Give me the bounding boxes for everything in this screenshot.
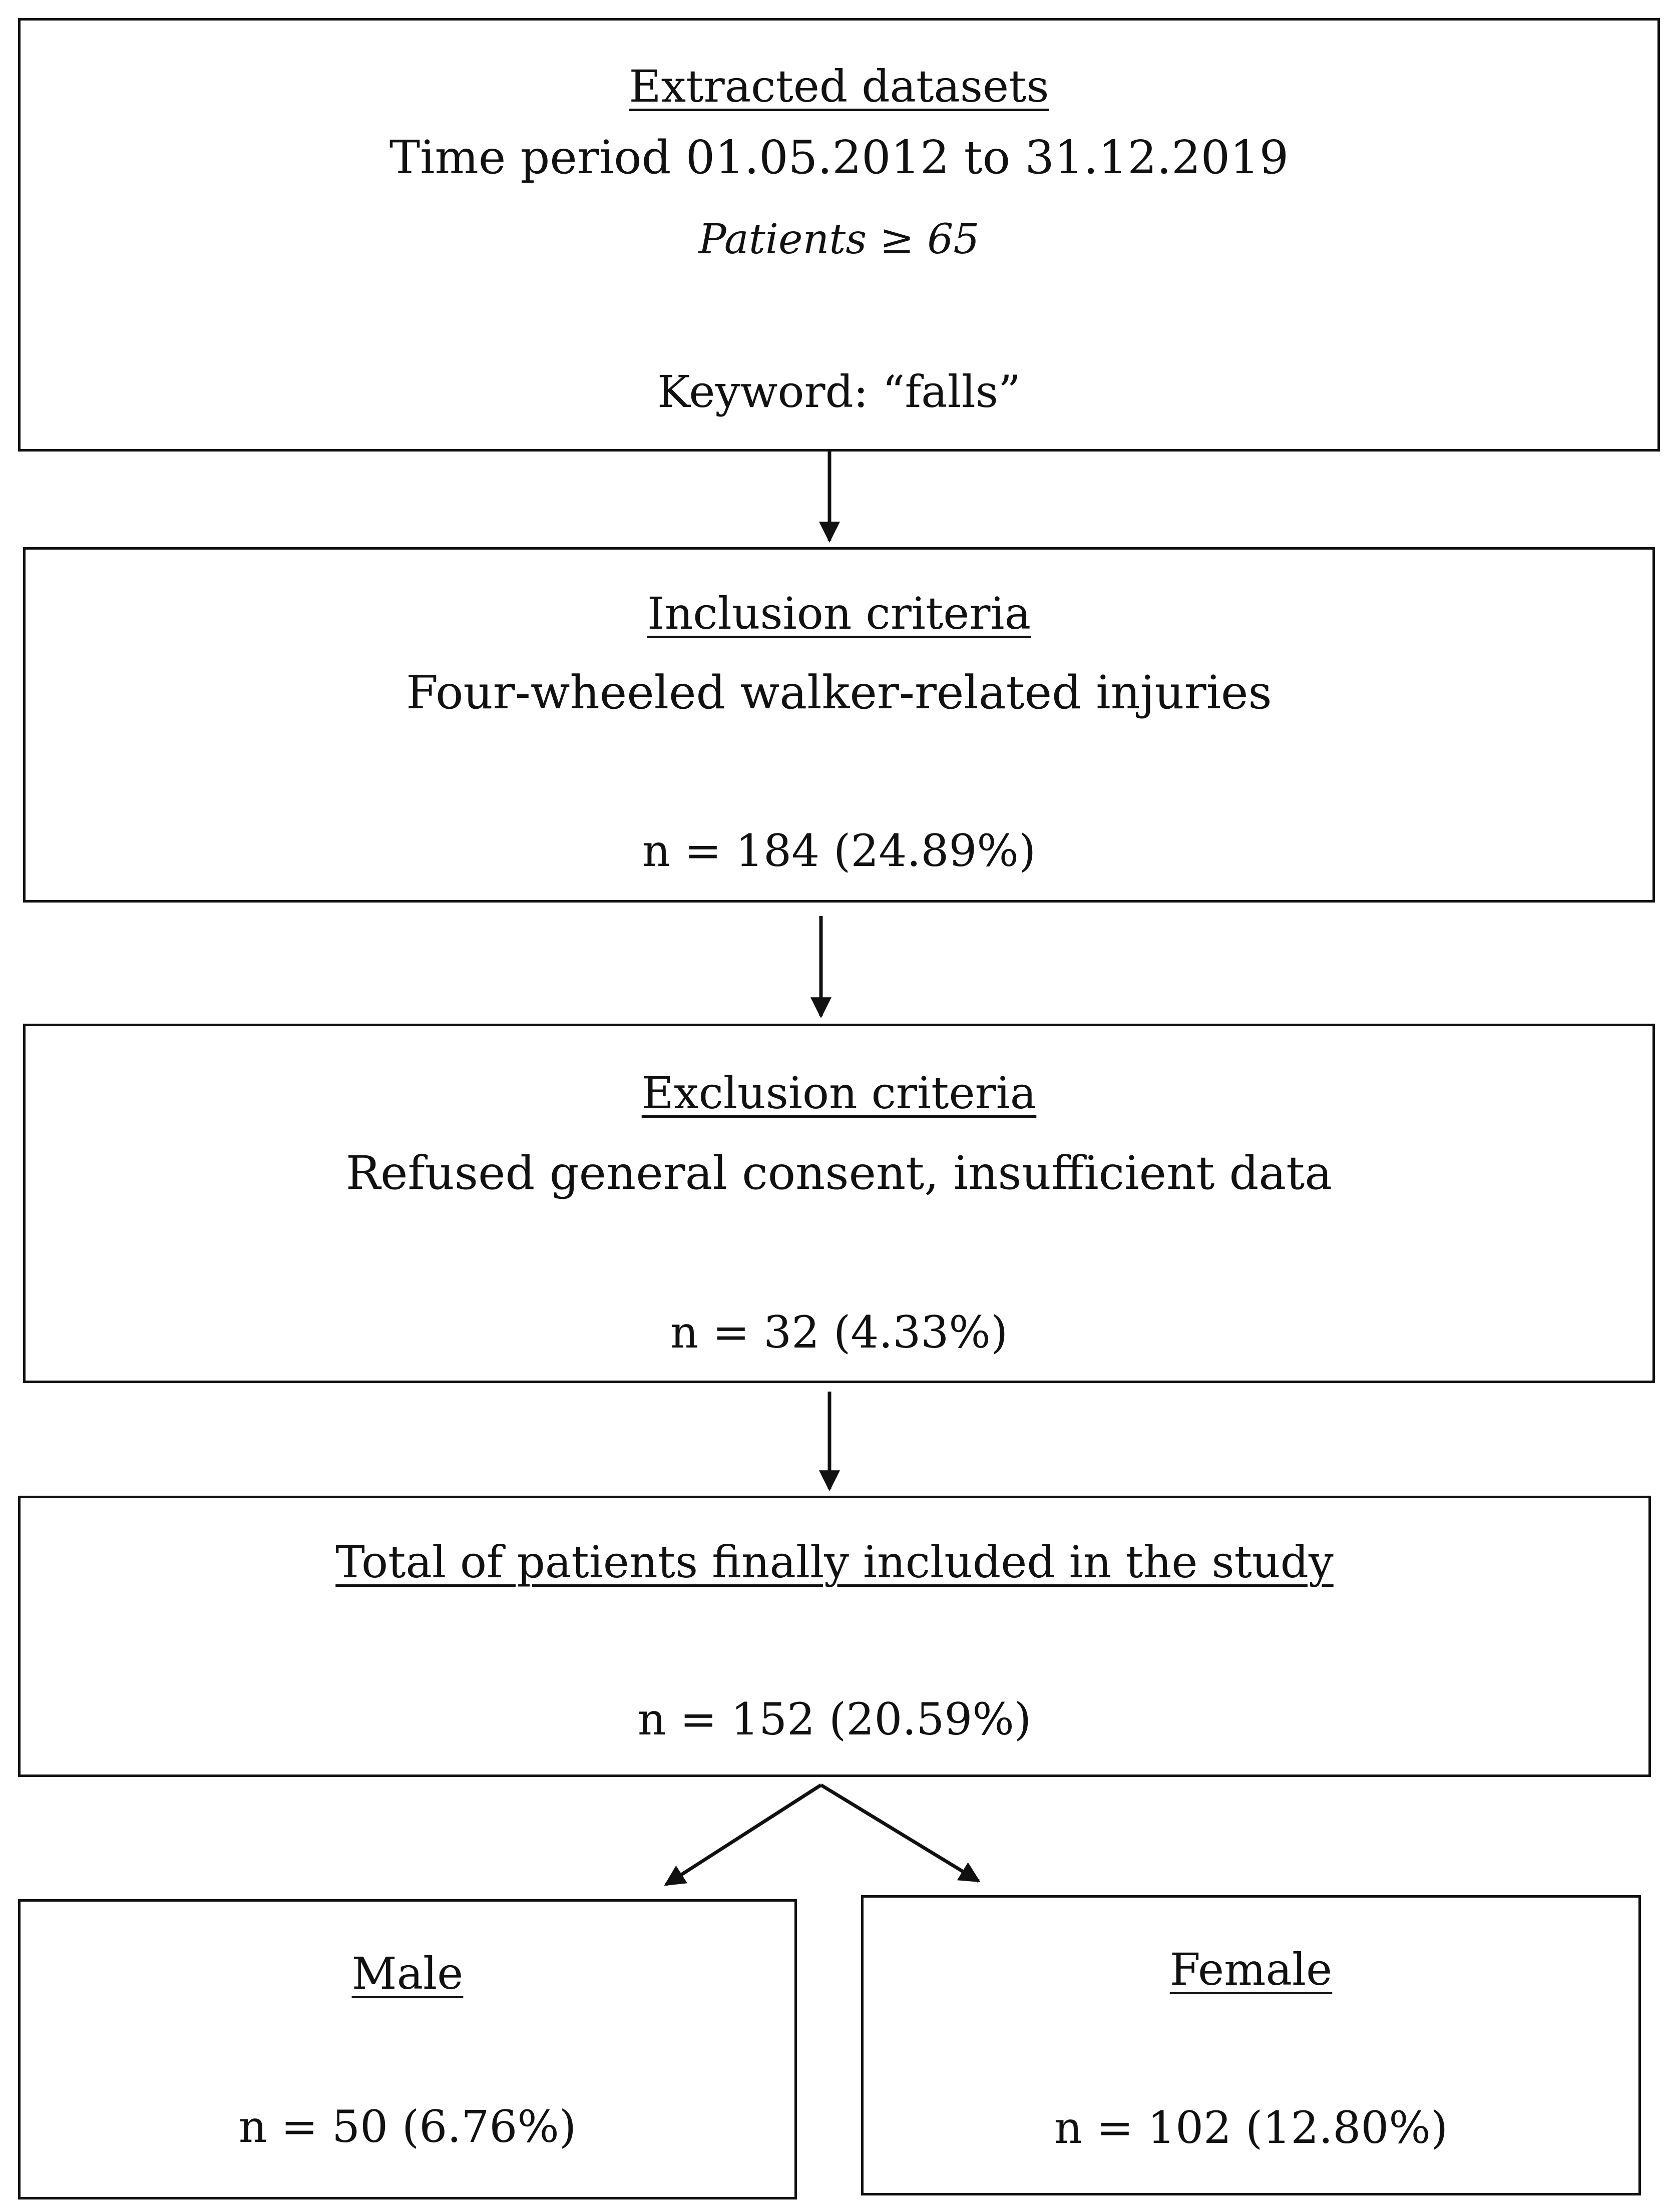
female-count: n = 102 (12.80%) — [1054, 2102, 1448, 2153]
exclusion-criteria-heading: Exclusion criteria — [641, 1067, 1037, 1119]
exclusion-description: Refused general consent, insufficient da… — [345, 1146, 1333, 1200]
inclusion-criteria-box: Inclusion criteria Four-wheeled walker-r… — [23, 547, 1655, 903]
inclusion-count: n = 184 (24.89%) — [642, 825, 1036, 876]
male-heading: Male — [351, 1948, 464, 1999]
arrow-total-to-male — [664, 1784, 822, 1886]
arrow-total-to-female — [820, 1784, 981, 1883]
total-included-count: n = 152 (20.59%) — [637, 1693, 1032, 1745]
exclusion-count: n = 32 (4.33%) — [670, 1306, 1008, 1358]
time-period-text: Time period 01.05.2012 to 31.12.2019 — [389, 131, 1289, 184]
exclusion-criteria-box: Exclusion criteria Refused general conse… — [23, 1024, 1655, 1383]
total-included-heading: Total of patients finally included in th… — [335, 1536, 1334, 1588]
keyword-text: Keyword: “falls” — [657, 366, 1021, 417]
extracted-datasets-heading: Extracted datasets — [629, 61, 1049, 112]
female-heading: Female — [1169, 1944, 1333, 1995]
female-box: Female n = 102 (12.80%) — [861, 1895, 1641, 2195]
male-box: Male n = 50 (6.76%) — [18, 1899, 797, 2199]
patients-age-text: Patients ≥ 65 — [698, 216, 980, 263]
extracted-datasets-box: Extracted datasets Time period 01.05.201… — [18, 18, 1660, 452]
male-count: n = 50 (6.76%) — [238, 2101, 577, 2152]
inclusion-criteria-heading: Inclusion criteria — [647, 588, 1031, 639]
total-included-box: Total of patients finally included in th… — [18, 1496, 1651, 1777]
inclusion-description: Four-wheeled walker-related injuries — [406, 666, 1272, 719]
